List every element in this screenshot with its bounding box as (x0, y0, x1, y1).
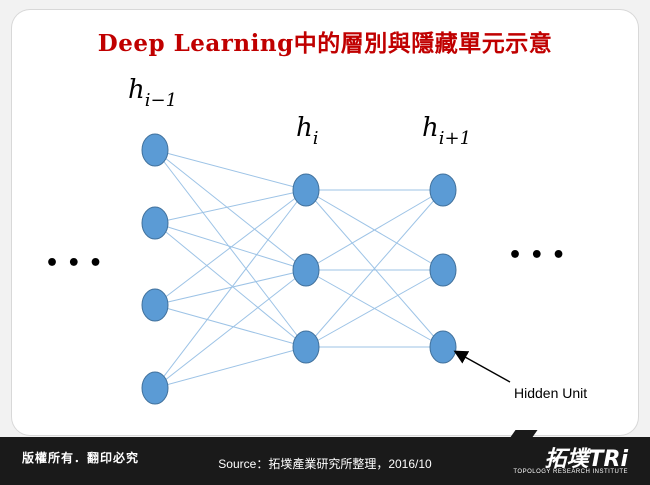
layer-label-left-sub: i−1 (145, 90, 177, 111)
slide-card (12, 10, 638, 435)
slide-title: Deep Learning中的層別與隱藏單元示意 (97, 30, 553, 57)
edge-left-3-to-middle-3 (154, 304, 307, 348)
network-nodes (141, 133, 457, 405)
layer-label-middle-base: h (296, 113, 313, 143)
network-edges (154, 149, 444, 389)
layer-label-right-sub: i+1 (439, 128, 471, 149)
tri-logo: 拓墣TRi TOPOLOGY RESEARCH INSTITUTE (513, 441, 629, 481)
edge-left-2-to-middle-1 (154, 189, 307, 224)
node-right-1 (429, 173, 457, 207)
node-middle-3 (292, 330, 320, 364)
node-middle-2 (292, 253, 320, 287)
edge-middle-3-to-right-1 (305, 189, 444, 348)
hidden-unit-label: Hidden Unit (514, 385, 587, 401)
edge-left-1-to-middle-2 (154, 149, 307, 271)
node-left-4 (141, 371, 169, 405)
node-left-1 (141, 133, 169, 167)
layer-label-left: hi−1 (128, 75, 177, 111)
logo-text: 拓墣TRi (544, 447, 629, 472)
ellipsis-right: • • • (508, 243, 566, 268)
node-left-2 (141, 206, 169, 240)
edge-middle-3-to-right-2 (305, 269, 444, 348)
layer-label-right: hi+1 (422, 113, 471, 149)
layer-label-middle: hi (296, 113, 319, 149)
edge-left-1-to-middle-3 (154, 149, 307, 348)
layer-label-right-base: h (422, 113, 439, 143)
edge-left-3-to-middle-1 (154, 189, 307, 306)
edge-middle-2-to-right-1 (305, 189, 444, 271)
logo-subtext: TOPOLOGY RESEARCH INSTITUTE (513, 469, 628, 475)
node-right-3 (429, 330, 457, 364)
hidden-unit-arrow (453, 350, 511, 383)
edge-left-4-to-middle-2 (154, 269, 307, 389)
node-right-2 (429, 253, 457, 287)
edge-left-4-to-middle-3 (154, 346, 307, 389)
edge-left-2-to-middle-2 (154, 222, 307, 271)
node-middle-1 (292, 173, 320, 207)
layer-label-left-base: h (128, 75, 145, 105)
edge-left-1-to-middle-1 (154, 149, 307, 191)
node-left-3 (141, 288, 169, 322)
footer-bar: 版權所有．翻印必究 Source：拓墣產業研究所整理，2016/10 拓墣TRi… (0, 437, 650, 485)
edge-left-3-to-middle-2 (154, 269, 307, 306)
edge-left-4-to-middle-1 (154, 189, 307, 389)
layer-label-middle-sub: i (313, 128, 319, 149)
ellipsis-left: • • • (45, 251, 103, 276)
footer-rights: 版權所有．翻印必究 (22, 451, 140, 465)
footer-source: Source：拓墣產業研究所整理，2016/10 (218, 457, 432, 471)
edge-left-2-to-middle-3 (154, 222, 307, 348)
